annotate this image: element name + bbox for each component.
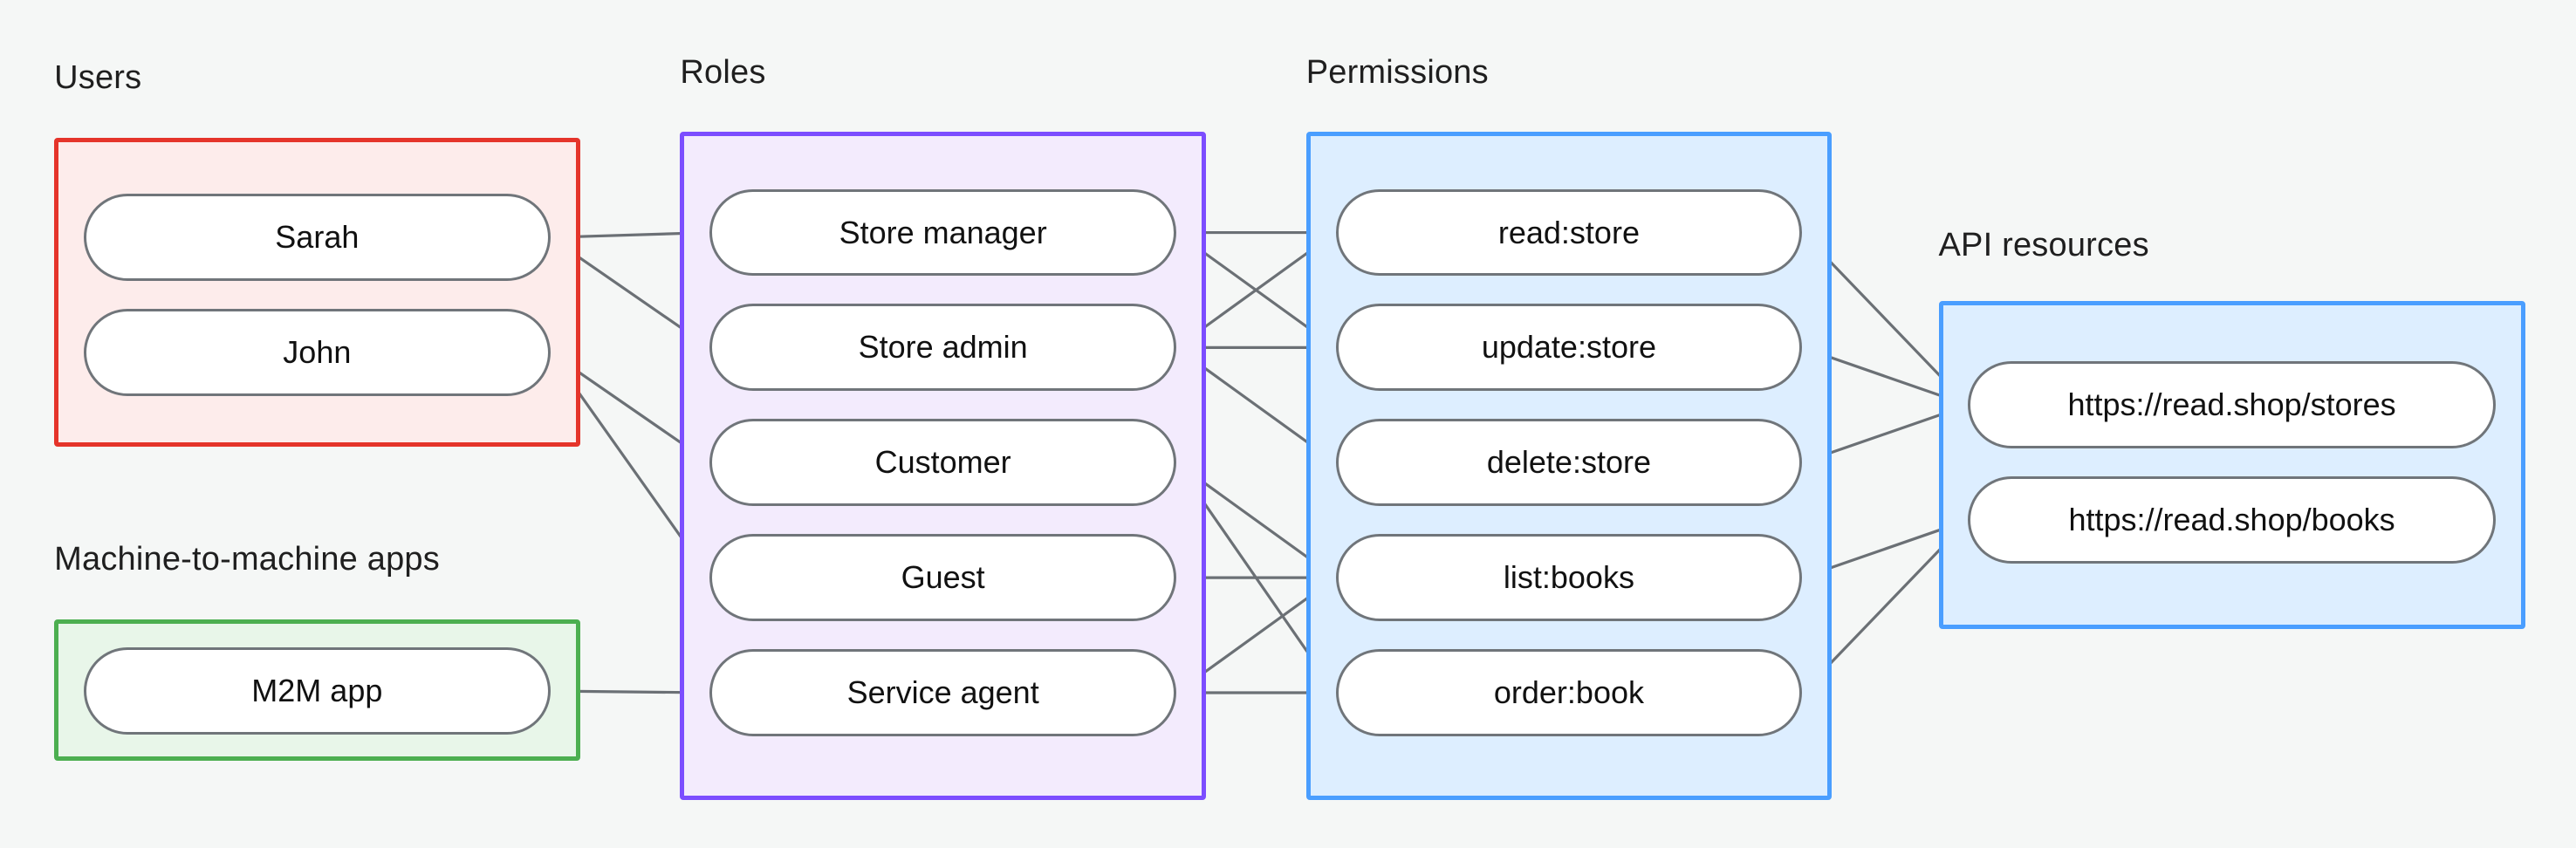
group-label-permissions: Permissions	[1305, 54, 1489, 92]
group-label-users: Users	[54, 58, 142, 96]
node-delete-store[interactable]: delete:store	[1335, 419, 1803, 507]
node-john[interactable]: John	[84, 309, 551, 396]
node-read-store[interactable]: read:store	[1335, 188, 1803, 277]
node-update-store[interactable]: update:store	[1335, 304, 1803, 392]
group-label-api-resources: API resources	[1938, 226, 2149, 263]
node-res-books[interactable]: https://read.shop/books	[1968, 476, 2496, 564]
node-service-agent[interactable]: Service agent	[709, 649, 1176, 736]
node-sarah[interactable]: Sarah	[84, 194, 551, 282]
group-label-m2m: Machine-to-machine apps	[54, 540, 440, 578]
node-order-book[interactable]: order:book	[1335, 649, 1803, 736]
node-customer[interactable]: Customer	[709, 419, 1176, 507]
group-box-users	[54, 138, 580, 448]
node-list-books[interactable]: list:books	[1335, 534, 1803, 622]
node-res-stores[interactable]: https://read.shop/stores	[1968, 361, 2496, 449]
node-store-admin[interactable]: Store admin	[709, 304, 1176, 392]
group-label-roles: Roles	[680, 54, 766, 92]
node-store-manager[interactable]: Store manager	[709, 188, 1176, 277]
node-guest[interactable]: Guest	[709, 534, 1176, 622]
node-m2m-app[interactable]: M2M app	[84, 647, 551, 735]
group-box-api-resources	[1938, 300, 2525, 630]
